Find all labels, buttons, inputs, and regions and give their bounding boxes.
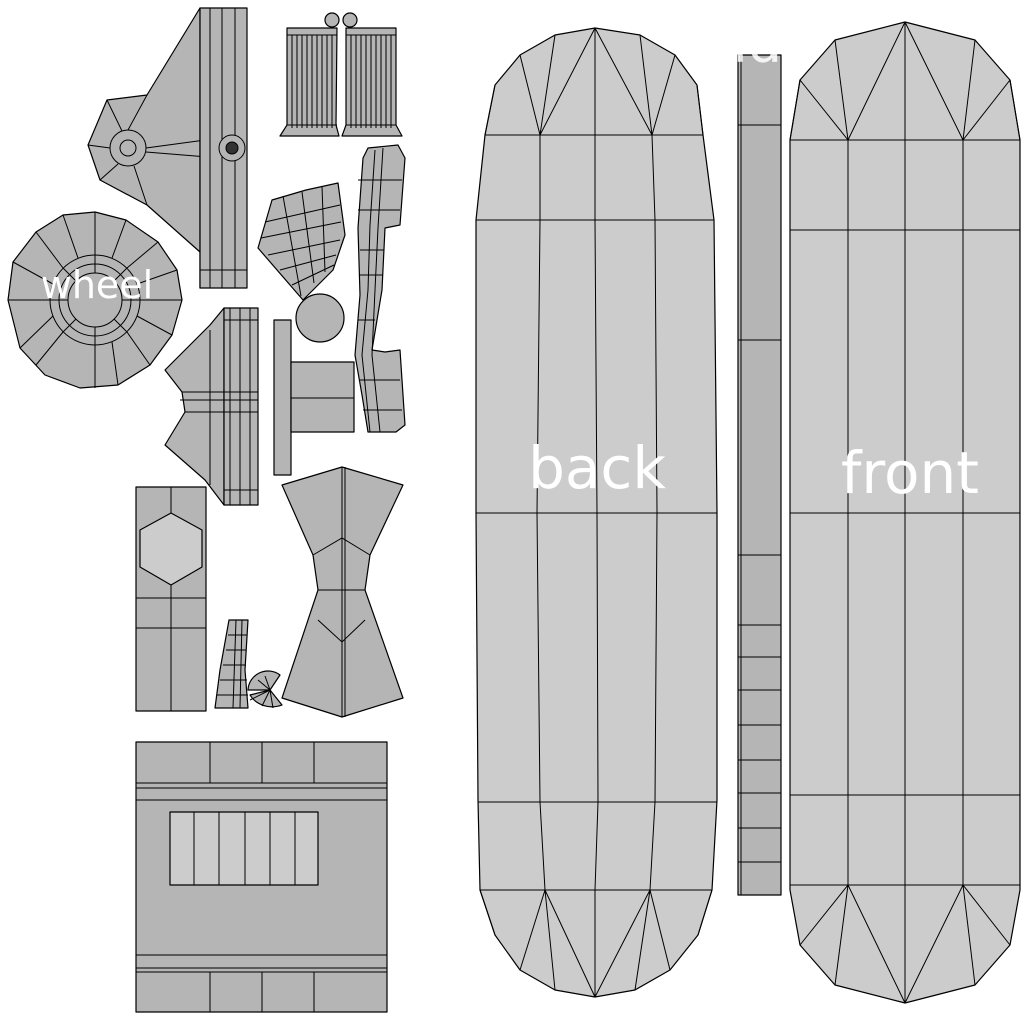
uv-island-back <box>475 27 718 998</box>
label-back: back <box>528 434 666 502</box>
uv-island-wheel <box>7 211 183 389</box>
uv-island-side <box>737 54 782 896</box>
uv-island-fan <box>257 182 346 343</box>
uv-island-bracket <box>164 307 259 506</box>
label-wheel: wheel <box>41 263 153 307</box>
uv-island-hub <box>87 7 248 289</box>
uv-island-axle <box>273 319 355 476</box>
label-front: front <box>841 439 979 507</box>
label-side: side <box>705 12 816 75</box>
uv-island-bowtie <box>281 466 404 718</box>
uv-island-hex-panel <box>135 486 207 712</box>
uv-island-base <box>135 741 388 1013</box>
uv-island-small-fan <box>247 670 283 709</box>
uv-island-front <box>789 21 1021 1004</box>
uv-island-shaft <box>354 144 406 433</box>
uv-island-tassels <box>279 12 403 137</box>
uv-island-small-strip <box>214 619 249 709</box>
